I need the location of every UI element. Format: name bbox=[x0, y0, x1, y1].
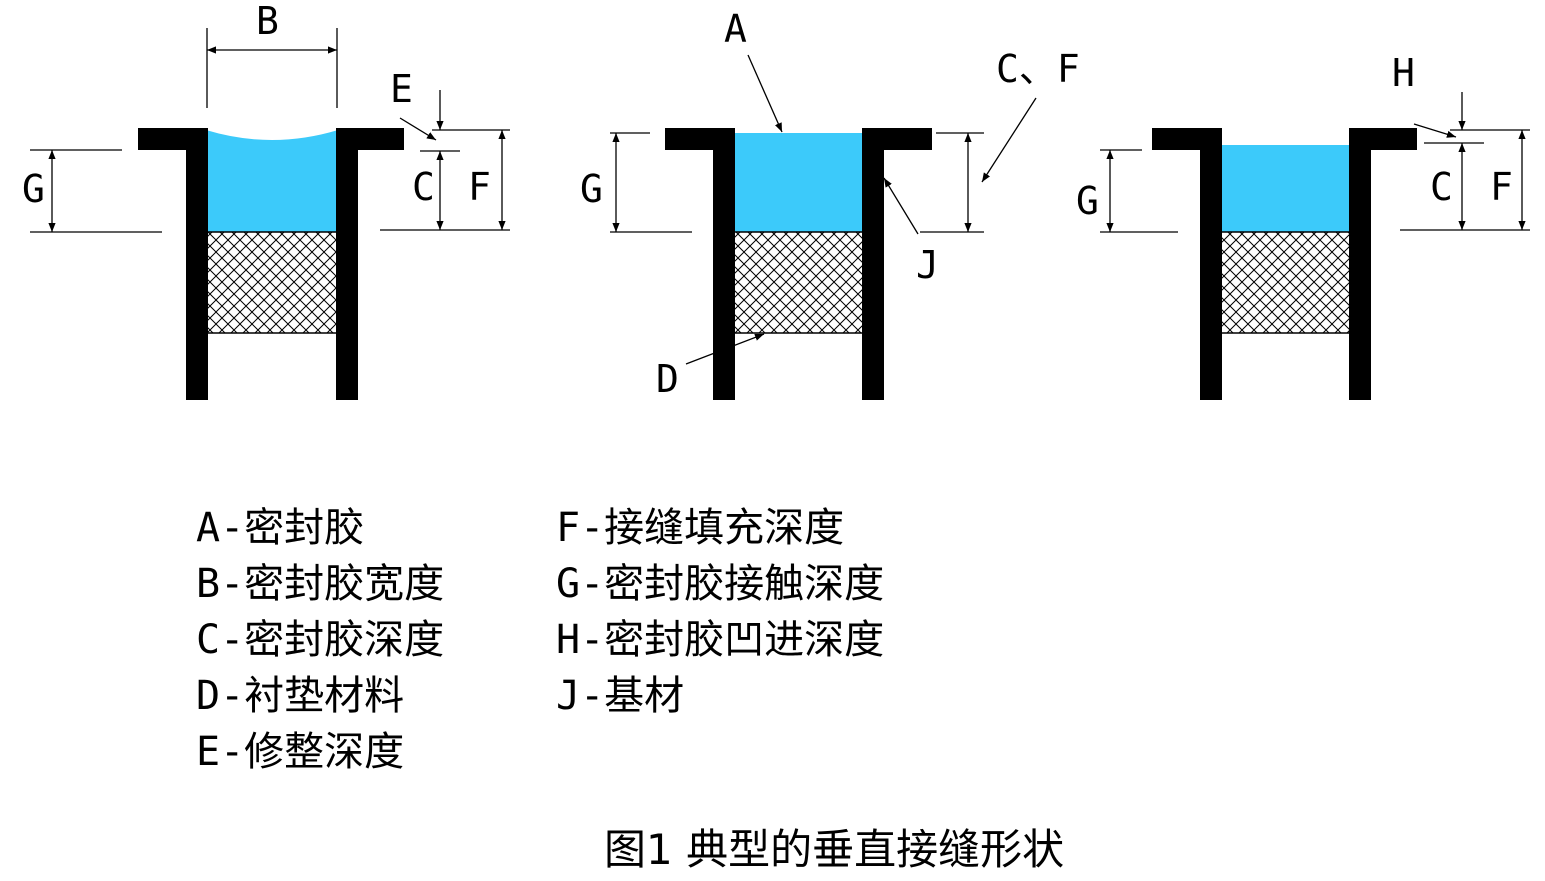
pointer-a bbox=[747, 54, 783, 133]
legend-item: C-密封胶深度 bbox=[196, 617, 445, 663]
pointer-d bbox=[685, 333, 765, 365]
dimension-g bbox=[1100, 149, 1178, 233]
label-e: E bbox=[390, 67, 413, 111]
sealant bbox=[733, 133, 864, 232]
dimension-g bbox=[30, 149, 162, 233]
label-a: A bbox=[724, 7, 747, 51]
substrate-right bbox=[1349, 128, 1417, 400]
dimension-hcf bbox=[1400, 92, 1530, 231]
dimension-g bbox=[610, 132, 692, 233]
dimension-b bbox=[206, 28, 338, 108]
sealant-recessed bbox=[1220, 145, 1351, 232]
backing-material bbox=[1219, 231, 1352, 334]
legend-item: F-接缝填充深度 bbox=[556, 505, 845, 551]
legend-item: J-基材 bbox=[556, 673, 685, 719]
backing-material bbox=[732, 231, 865, 334]
backing-material bbox=[205, 231, 339, 334]
legend-item: G-密封胶接触深度 bbox=[556, 561, 885, 607]
label-g: G bbox=[22, 167, 45, 211]
label-b: B bbox=[256, 0, 279, 43]
legend-left: A-密封胶 B-密封胶宽度 C-密封胶深度 D-衬垫材料 E-修整深度 bbox=[196, 500, 444, 780]
pointer-j bbox=[883, 177, 919, 235]
substrate-left bbox=[1152, 128, 1222, 400]
legend-item: A-密封胶 bbox=[196, 505, 365, 551]
joint-1: B G E C F bbox=[22, 0, 510, 400]
legend-right: F-接缝填充深度 G-密封胶接触深度 H-密封胶凹进深度 J-基材 bbox=[556, 500, 884, 724]
label-c: C bbox=[1430, 165, 1453, 209]
label-f: F bbox=[1490, 165, 1513, 209]
label-j: J bbox=[916, 243, 939, 287]
label-f: F bbox=[468, 165, 491, 209]
joint-2: A G C、F J D bbox=[580, 7, 1080, 401]
substrate-right bbox=[336, 128, 404, 400]
figure-caption: 图1 典型的垂直接缝形状 bbox=[604, 825, 1065, 874]
legend-item: H-密封胶凹进深度 bbox=[556, 617, 885, 663]
label-d: D bbox=[656, 357, 679, 401]
label-h: H bbox=[1392, 51, 1415, 95]
substrate-left bbox=[138, 128, 208, 400]
substrate-right bbox=[862, 128, 932, 400]
label-g: G bbox=[580, 167, 603, 211]
substrate-left bbox=[665, 128, 735, 400]
legend-item: B-密封胶宽度 bbox=[196, 561, 445, 607]
label-g: G bbox=[1076, 179, 1099, 223]
joint-3: G H C F bbox=[1076, 51, 1530, 400]
sealant-concave bbox=[206, 130, 338, 232]
dimension-cef bbox=[380, 90, 510, 231]
label-cf: C、F bbox=[996, 47, 1080, 91]
label-c: C bbox=[412, 165, 435, 209]
legend-item: E-修整深度 bbox=[196, 729, 405, 775]
dimension-cf bbox=[920, 97, 1037, 233]
legend-item: D-衬垫材料 bbox=[196, 673, 405, 719]
